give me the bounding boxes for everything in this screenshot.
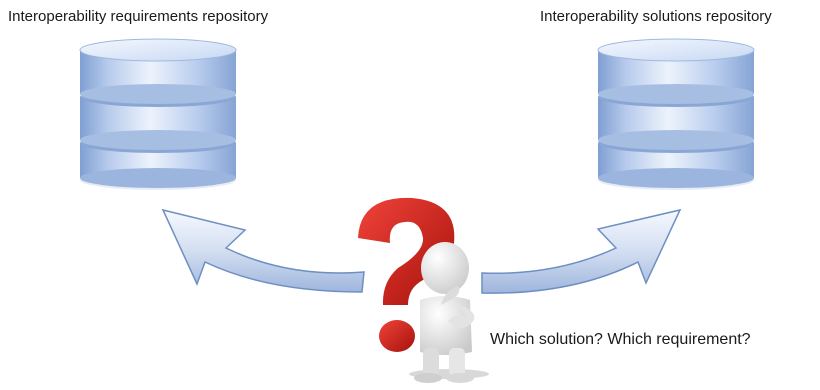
thinking-person-figure — [409, 242, 489, 383]
curved-arrow-left-icon — [161, 208, 365, 293]
question-mark-icon — [358, 197, 455, 352]
left-repository-label: Interoperability requirements repository — [8, 8, 269, 25]
right-database-icon — [597, 38, 755, 190]
curved-arrow-right-icon — [481, 208, 682, 294]
right-repository-label: Interoperability solutions repository — [540, 8, 772, 25]
question-caption: Which solution? Which requirement? — [490, 331, 751, 348]
left-database-icon — [79, 38, 237, 190]
